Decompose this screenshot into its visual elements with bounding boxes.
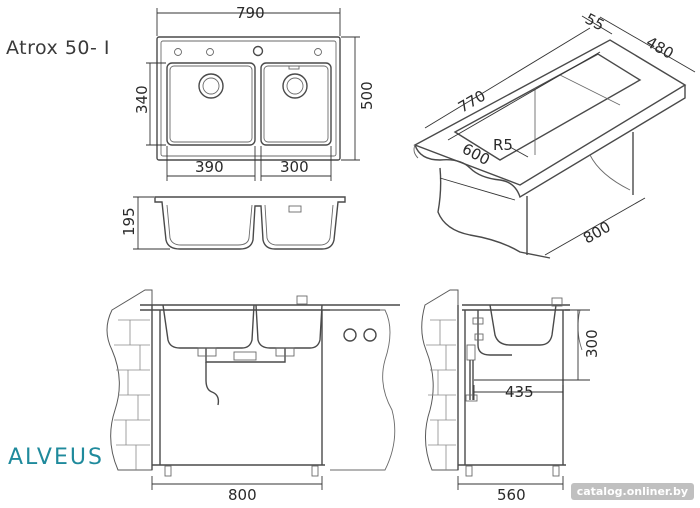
socket xyxy=(363,328,377,342)
cabinet-left-edge xyxy=(437,167,551,259)
tap-hole-marker xyxy=(206,48,214,56)
dim-install-cabinet-depth: 560 xyxy=(497,486,526,504)
dim-corner-radius: R5 xyxy=(493,136,513,154)
worktop-front-edge xyxy=(414,85,686,199)
overflow-pipe xyxy=(477,310,512,356)
tap-hole-marker xyxy=(174,48,182,56)
brick-wall xyxy=(106,289,153,471)
dim-right-bowl-width: 300 xyxy=(280,158,309,176)
side-bowl xyxy=(489,304,557,346)
right-drain xyxy=(282,73,308,99)
worktop-cutout-view xyxy=(413,15,696,259)
top-view-dimension-lines xyxy=(146,8,360,181)
dim-cabinet-width: 800 xyxy=(580,218,614,248)
top-view-outline xyxy=(156,36,341,161)
install-right-bowl xyxy=(255,304,323,349)
top-view xyxy=(156,36,341,161)
section-profile xyxy=(154,196,346,250)
install-left-bowl xyxy=(162,304,255,349)
dim-left-bowl-width: 390 xyxy=(195,158,224,176)
cutout-opening xyxy=(453,53,642,161)
dim-install-cabinet-width: 800 xyxy=(228,486,257,504)
right-bowl xyxy=(260,62,332,146)
section-view xyxy=(133,196,346,250)
left-drain xyxy=(198,73,224,99)
siphon-trap xyxy=(205,362,220,406)
dim-overall-width: 790 xyxy=(236,4,265,22)
dim-bowl-depth: 340 xyxy=(133,85,151,114)
tap-hole xyxy=(252,45,264,57)
dim-cutout-width-outer: 770 xyxy=(455,87,489,117)
brand-logo: ALVEUS xyxy=(8,445,104,470)
socket xyxy=(343,328,357,342)
dim-worktop-depth: 600 xyxy=(459,140,493,169)
left-bowl xyxy=(166,62,256,146)
siphon-pipe xyxy=(205,348,286,363)
installation-side-view xyxy=(421,289,590,490)
dim-drain-height: 300 xyxy=(583,329,601,358)
side-brick-wall xyxy=(421,289,459,471)
dim-overall-depth: 500 xyxy=(358,81,376,110)
source-watermark[interactable]: catalog.onliner.by xyxy=(570,483,694,500)
tap-hole-marker xyxy=(314,48,322,56)
worktop-surface xyxy=(413,39,687,186)
model-title: Atrox 50- I xyxy=(6,37,111,59)
installation-front-view xyxy=(106,289,400,490)
dim-bowl-height: 195 xyxy=(120,207,138,236)
dim-drain-offset: 435 xyxy=(505,383,534,401)
